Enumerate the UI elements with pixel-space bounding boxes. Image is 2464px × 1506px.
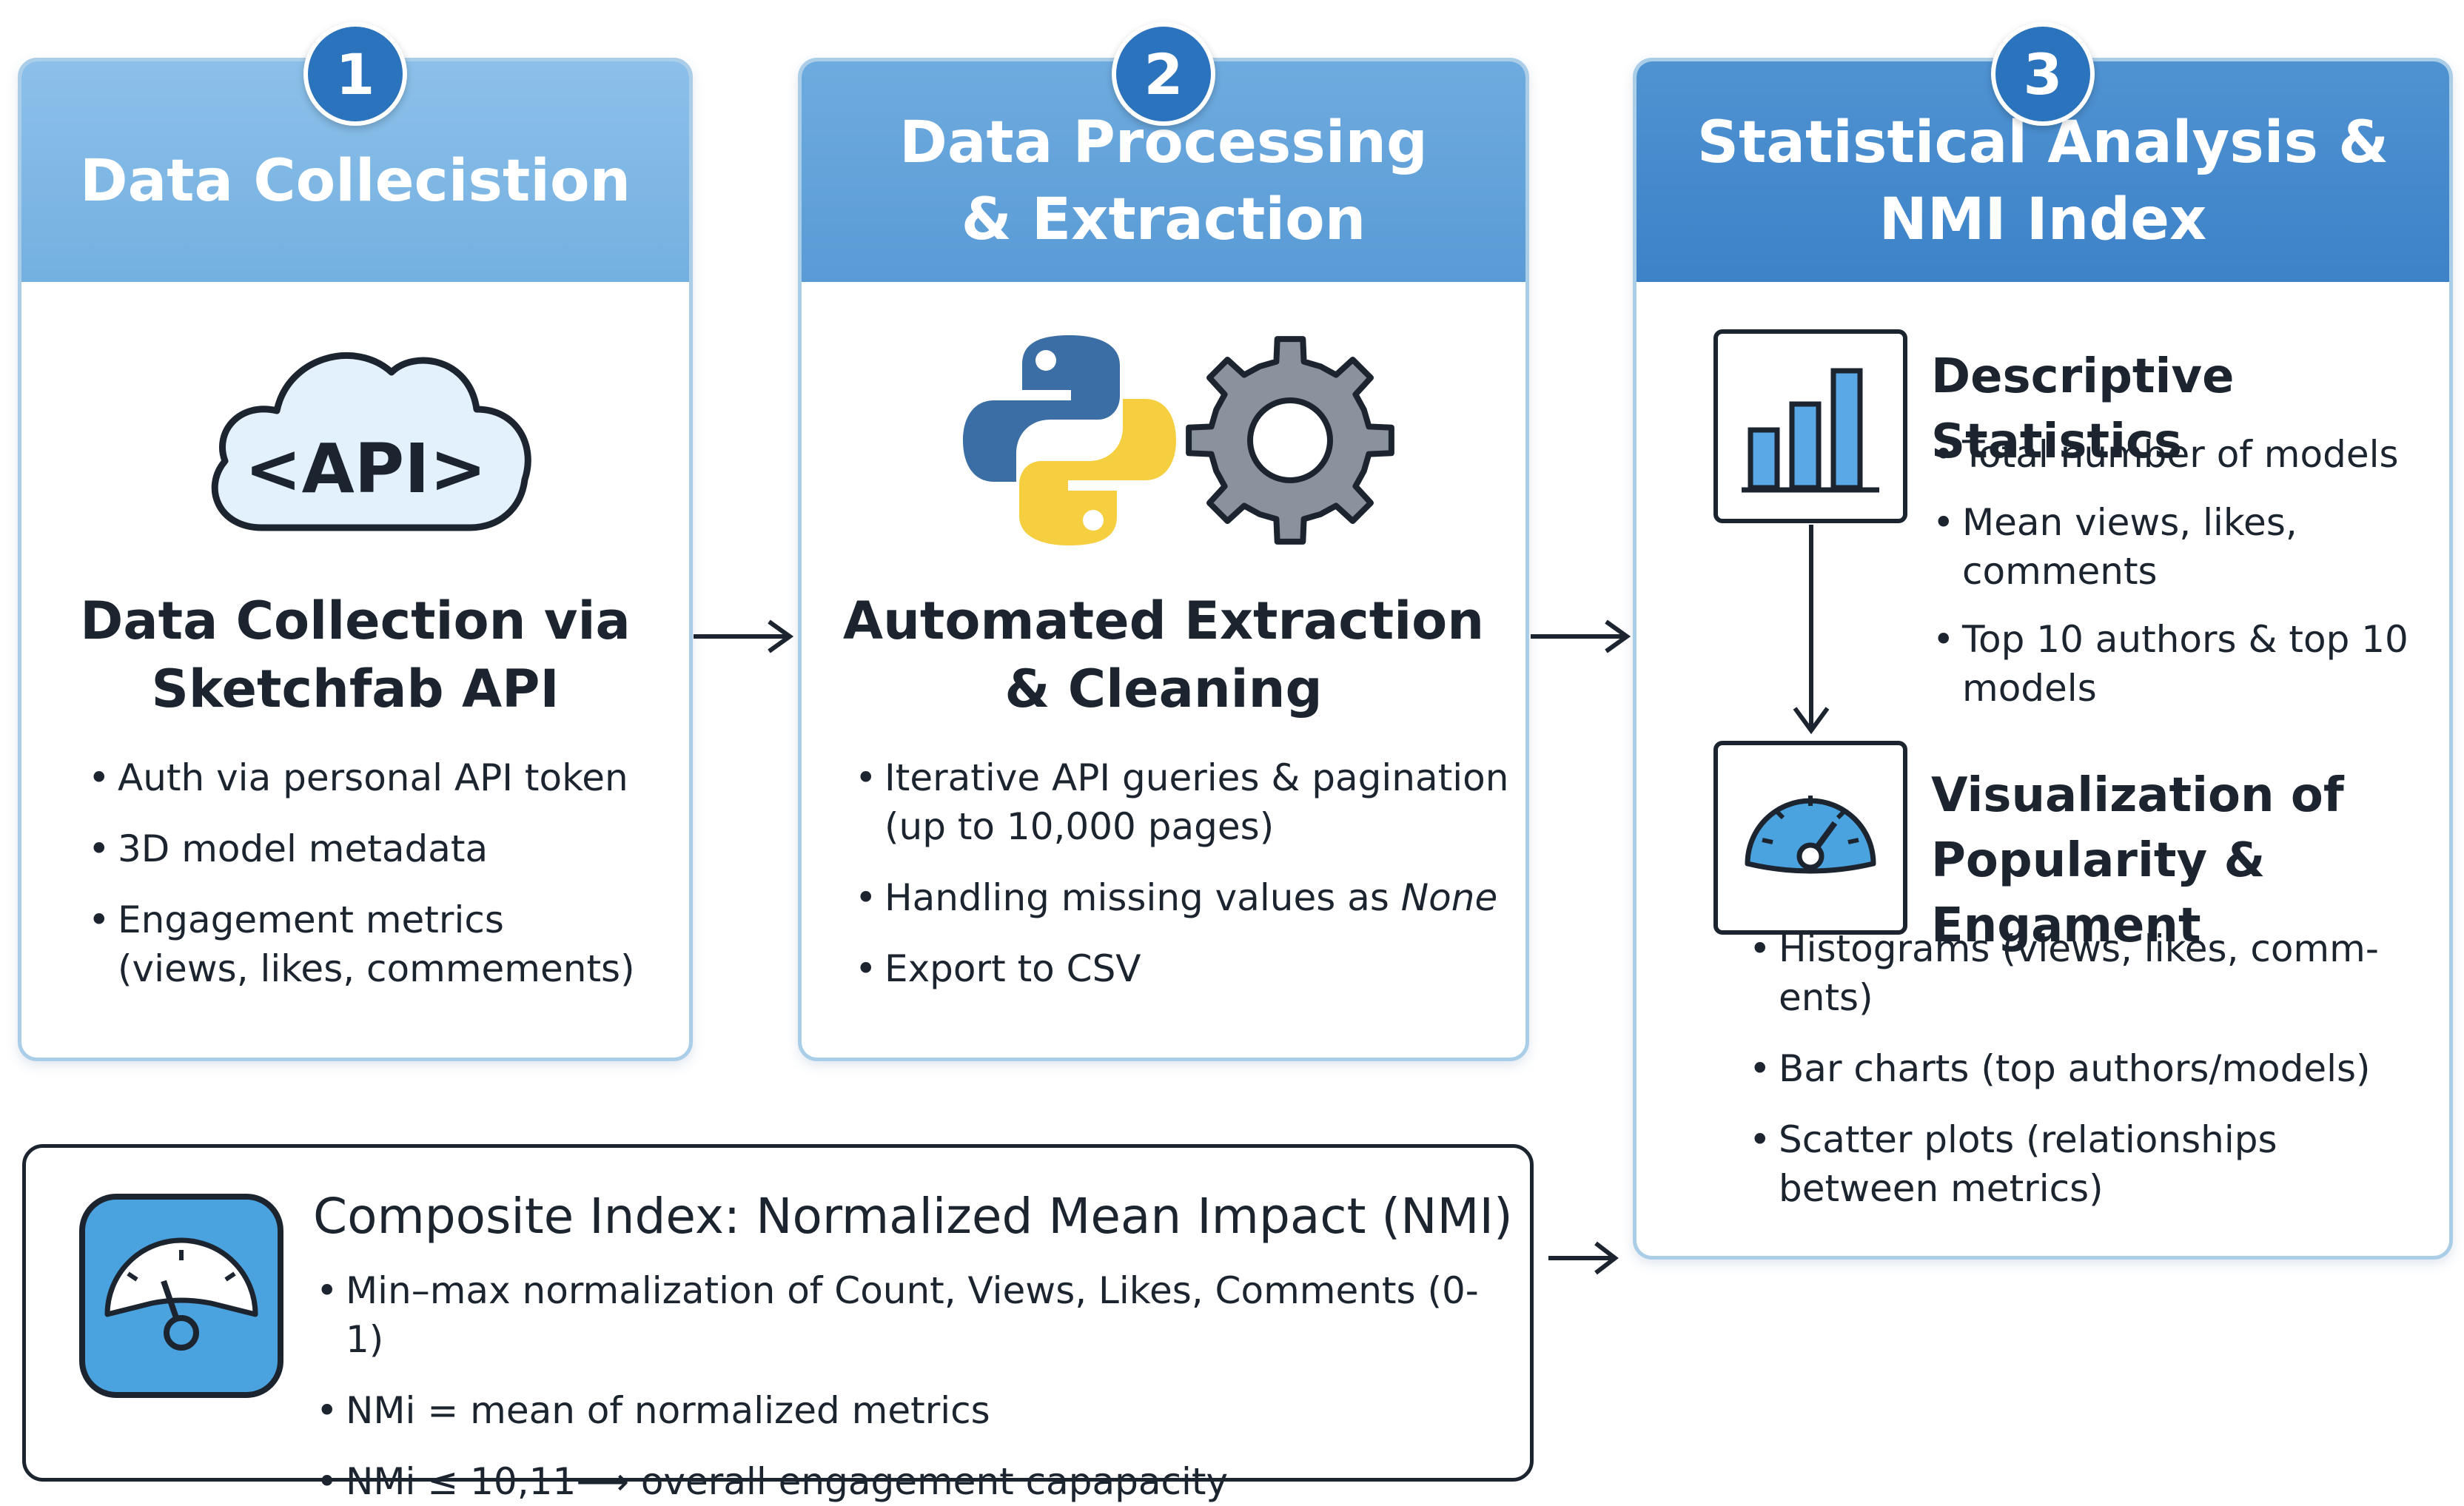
arrow-step2-to-step3 (1531, 619, 1631, 653)
gauge-icon (79, 1194, 283, 1398)
step-3-badge: 3 (1991, 22, 2095, 126)
gauge-icon (1745, 796, 1876, 874)
bullet-engagement: Engagement metrics (views, likes, commem… (87, 895, 679, 993)
step-1-panel: Data Collecistion <API> Data Collection … (18, 58, 693, 1061)
gear-icon (1186, 336, 1394, 545)
step-2-subtitle: Automated Extraction & Cleaning (842, 591, 1485, 719)
step-2-panel: Data Processing & Extraction Automated E… (798, 58, 1529, 1061)
gear-hole (1247, 397, 1333, 483)
bullet-queries: Iterative API gueries & pagination (up t… (853, 753, 1520, 851)
bar-chart-icon-box (1713, 329, 1907, 523)
bullet-total-models: Total number of models (1931, 430, 2434, 479)
step-2-bullets: Iterative API gueries & pagination (up t… (853, 753, 1520, 1015)
bullet-metadata: 3D model metadata (87, 824, 679, 873)
visualization-bullets: Histograms (views, likes, comm- ents) Ba… (1748, 924, 2436, 1235)
bullet-nmi-capacity: NMi ≤ 10,11⟶ overall engagement capapaci… (315, 1457, 1514, 1506)
bullet-bar-charts: Bar charts (top authors/models) (1748, 1044, 2436, 1093)
bullet-scatter: Scatter plots (relationships between met… (1748, 1115, 2436, 1213)
step-3-panel: Statistical Analysis & NMI Index (1633, 58, 2453, 1260)
gauge-icon-box (1713, 741, 1907, 935)
step-1-subtitle: Data Collection via Sketchfab API (80, 591, 631, 719)
api-cloud-icon: <API> (211, 352, 531, 531)
bullet-mean: Mean views, likes, comments (1931, 498, 2434, 596)
step-1-badge: 1 (303, 22, 407, 126)
bar-chart-icon (1742, 368, 1879, 493)
composite-index-panel: Composite Index: Normalized Mean Impact … (22, 1144, 1534, 1506)
arrow-step1-to-step2 (694, 619, 794, 653)
composite-index-bullets: Min–max normalization of Count, Views, L… (315, 1266, 1514, 1506)
down-arrow-icon (1793, 525, 1830, 735)
api-icon-text: <API> (244, 429, 486, 508)
bullet-top10: Top 10 authors & top 10 models (1931, 615, 2434, 713)
composite-index-title: Composite Index: Normalized Mean Impact … (313, 1188, 1513, 1245)
step-1-bullets: Auth via personal API token 3D model met… (87, 753, 679, 1015)
arrow-nmi-to-step3 (1548, 1241, 1619, 1275)
bullet-missing-values: Handling missing values as None (853, 873, 1520, 922)
bullet-export: Export to CSV (853, 944, 1520, 993)
bullet-normalization: Min–max normalization of Count, Views, L… (315, 1266, 1514, 1364)
descriptive-stats-bullets: Total number of models Mean views, likes… (1931, 430, 2434, 713)
python-logo-icon (963, 335, 1176, 545)
step-2-badge: 2 (1112, 22, 1215, 126)
bullet-histograms: Histograms (views, likes, comm- ents) (1748, 924, 2436, 1022)
bullet-nmi-mean: NMi = mean of normalized metrics (315, 1386, 1514, 1435)
bullet-auth: Auth via personal API token (87, 753, 679, 802)
